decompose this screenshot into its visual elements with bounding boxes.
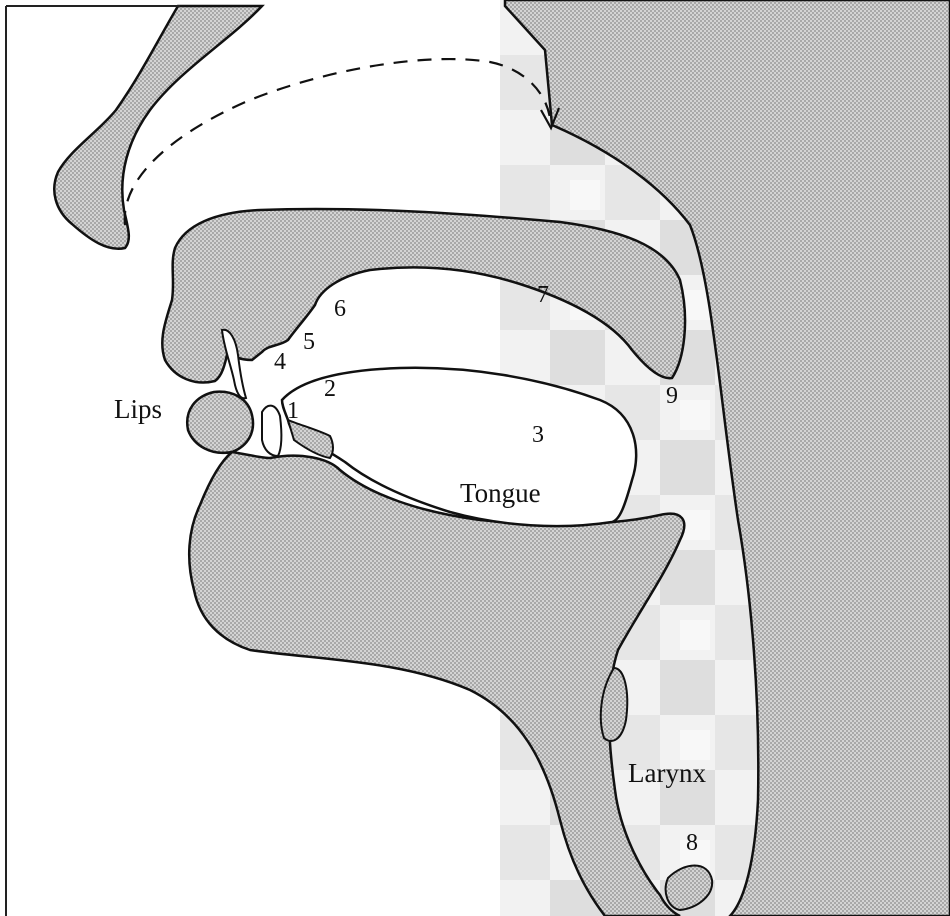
label-1: 1 bbox=[287, 398, 299, 424]
lower-tooth bbox=[262, 406, 281, 456]
lower-lip bbox=[187, 392, 253, 453]
label-3: 3 bbox=[532, 422, 544, 448]
label-9: 9 bbox=[666, 383, 678, 409]
label-tongue: Tongue bbox=[460, 478, 541, 508]
label-2: 2 bbox=[324, 376, 336, 402]
label-5: 5 bbox=[303, 329, 315, 355]
label-7: 7 bbox=[537, 282, 549, 308]
nasal-airflow-arrow bbox=[125, 59, 550, 225]
label-6: 6 bbox=[334, 296, 346, 322]
label-larynx: Larynx bbox=[628, 758, 706, 788]
label-4: 4 bbox=[274, 349, 286, 375]
label-lips: Lips bbox=[114, 394, 162, 424]
label-8: 8 bbox=[686, 830, 698, 856]
